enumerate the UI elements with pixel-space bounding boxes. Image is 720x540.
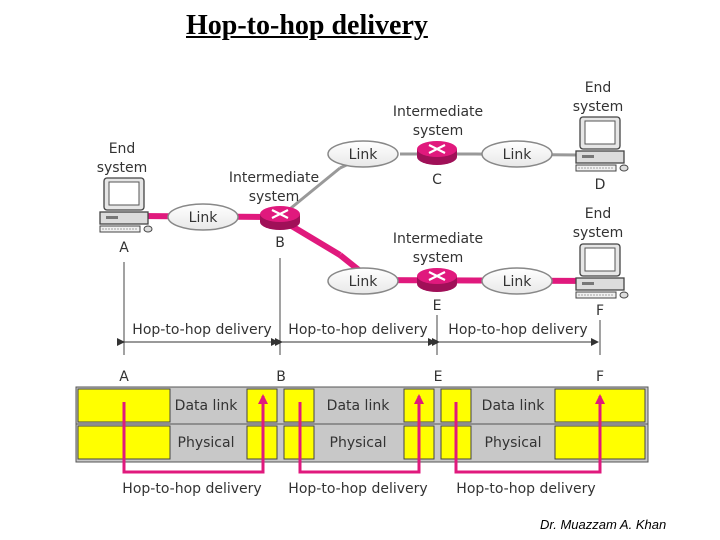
end-system-f-label: End system	[573, 206, 624, 241]
svg-text:Intermediate: Intermediate	[393, 231, 483, 247]
router-c-icon	[415, 139, 459, 167]
svg-text:Link: Link	[189, 210, 219, 226]
router-e-icon	[415, 266, 459, 294]
intermediate-system-b-label: Intermediate system	[229, 170, 319, 205]
data-link-label-3: Data link	[482, 398, 546, 414]
link-label-ab: Link	[167, 203, 239, 231]
protocol-stack: Data link Data link Data link Physical P…	[75, 386, 649, 463]
intermediate-system-e-label: Intermediate system	[393, 231, 483, 266]
stack-b-label: B	[276, 369, 286, 385]
router-b-icon	[258, 204, 302, 232]
computer-a-icon	[99, 177, 153, 233]
author-credit: Dr. Muazzam A. Khan	[540, 517, 667, 532]
node-f-label: F	[596, 303, 604, 319]
node-b-label: B	[275, 235, 285, 251]
svg-text:Intermediate: Intermediate	[393, 104, 483, 120]
page-title: Hop-to-hop delivery	[186, 10, 428, 41]
svg-text:Intermediate: Intermediate	[229, 170, 319, 186]
link-label-be: Link	[327, 267, 399, 295]
svg-text:Hop-to-hop delivery: Hop-to-hop delivery	[122, 481, 261, 497]
computer-d-icon	[575, 116, 629, 172]
svg-text:Hop-to-hop delivery: Hop-to-hop delivery	[288, 322, 427, 338]
node-e-label: E	[433, 298, 442, 314]
svg-text:Link: Link	[503, 147, 533, 163]
link-label-cd: Link	[481, 140, 553, 168]
stack-e-label: E	[434, 369, 443, 385]
end-system-d-label: End system	[573, 80, 624, 115]
physical-label-3: Physical	[485, 435, 542, 451]
computer-f-icon	[575, 243, 629, 299]
end-system-a-label: End system	[97, 141, 148, 176]
hop-paths	[122, 394, 605, 474]
svg-text:system: system	[413, 123, 464, 139]
node-c-label: C	[432, 172, 442, 188]
node-a-label: A	[119, 240, 129, 256]
stack-a-label: A	[119, 369, 129, 385]
svg-text:system: system	[97, 160, 148, 176]
stack-f-label: F	[596, 369, 604, 385]
link-label-bc: Link	[327, 140, 399, 168]
svg-text:End: End	[109, 141, 136, 157]
svg-text:Hop-to-hop delivery: Hop-to-hop delivery	[132, 322, 271, 338]
data-link-label-1: Data link	[175, 398, 239, 414]
svg-text:End: End	[585, 80, 612, 96]
svg-text:system: system	[573, 99, 624, 115]
hop-labels-top: Hop-to-hop delivery Hop-to-hop delivery …	[130, 320, 590, 338]
svg-text:End: End	[585, 206, 612, 222]
data-link-label-2: Data link	[327, 398, 391, 414]
intermediate-system-c-label: Intermediate system	[393, 104, 483, 139]
svg-text:system: system	[413, 250, 464, 266]
svg-text:system: system	[573, 225, 624, 241]
node-d-label: D	[595, 177, 606, 193]
svg-text:Hop-to-hop delivery: Hop-to-hop delivery	[448, 322, 587, 338]
svg-text:system: system	[249, 189, 300, 205]
physical-label-1: Physical	[178, 435, 235, 451]
svg-text:Hop-to-hop delivery: Hop-to-hop delivery	[456, 481, 595, 497]
svg-text:Hop-to-hop delivery: Hop-to-hop delivery	[288, 481, 427, 497]
svg-text:Link: Link	[503, 274, 533, 290]
physical-label-2: Physical	[330, 435, 387, 451]
hop-labels-bottom: Hop-to-hop delivery Hop-to-hop delivery …	[122, 481, 595, 497]
svg-text:Link: Link	[349, 274, 379, 290]
link-label-ef: Link	[481, 267, 553, 295]
svg-text:Link: Link	[349, 147, 379, 163]
